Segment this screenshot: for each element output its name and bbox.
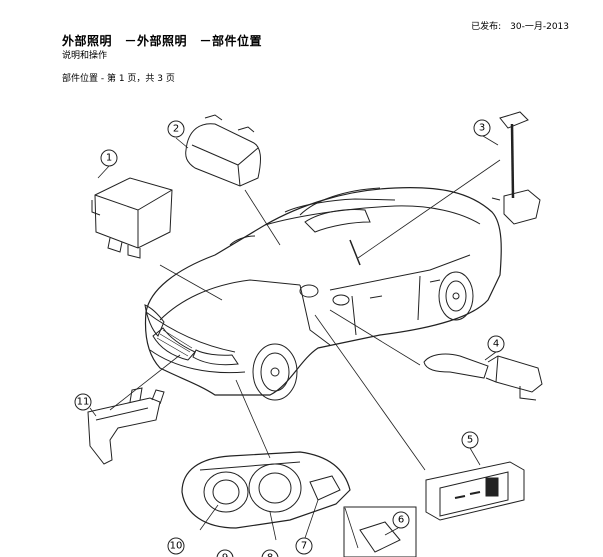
component-11-bracket bbox=[87, 387, 165, 465]
component-2-module bbox=[185, 114, 261, 187]
svg-text:11: 11 bbox=[77, 397, 90, 408]
callout-8: 8 bbox=[261, 549, 279, 557]
svg-text:1: 1 bbox=[106, 153, 112, 164]
component-1-module bbox=[91, 177, 173, 259]
callout-9: 9 bbox=[216, 549, 234, 557]
published-date: 已发布: 30-一月-2013 bbox=[471, 22, 569, 32]
svg-text:6: 6 bbox=[398, 515, 404, 526]
svg-text:5: 5 bbox=[467, 435, 473, 446]
svg-text:4: 4 bbox=[493, 339, 499, 350]
callout-2: 2 bbox=[167, 120, 185, 138]
vehicle-illustration bbox=[144, 187, 502, 401]
component-4-switch bbox=[423, 353, 543, 401]
component-3-sensor bbox=[491, 111, 541, 225]
page-position: 部件位置 - 第 1 页，共 3 页 bbox=[62, 74, 175, 84]
callout-1: 1 bbox=[100, 149, 118, 167]
page-subtitle: 说明和操作 bbox=[62, 51, 108, 61]
callout-5: 5 bbox=[461, 431, 479, 449]
svg-text:9: 9 bbox=[222, 553, 228, 557]
svg-text:2: 2 bbox=[173, 124, 179, 135]
inset-component-6 bbox=[343, 506, 417, 557]
callout-7: 7 bbox=[295, 537, 313, 555]
callout-4: 4 bbox=[487, 335, 505, 353]
callout-3: 3 bbox=[473, 119, 491, 137]
page-title: 外部照明 －外部照明 －部件位置 bbox=[62, 34, 263, 48]
svg-text:10: 10 bbox=[170, 541, 183, 552]
callout-10: 10 bbox=[167, 537, 185, 555]
component-5-panel bbox=[425, 461, 525, 521]
svg-text:7: 7 bbox=[301, 541, 307, 552]
callout-11: 11 bbox=[74, 393, 92, 411]
svg-text:3: 3 bbox=[479, 123, 485, 134]
leader-lines bbox=[89, 135, 501, 549]
headlamp-assembly bbox=[181, 451, 351, 529]
svg-text:8: 8 bbox=[267, 553, 273, 557]
callout-6: 6 bbox=[392, 511, 410, 529]
callout-markers: 1 2 3 4 5 6 7 8 bbox=[74, 119, 505, 557]
